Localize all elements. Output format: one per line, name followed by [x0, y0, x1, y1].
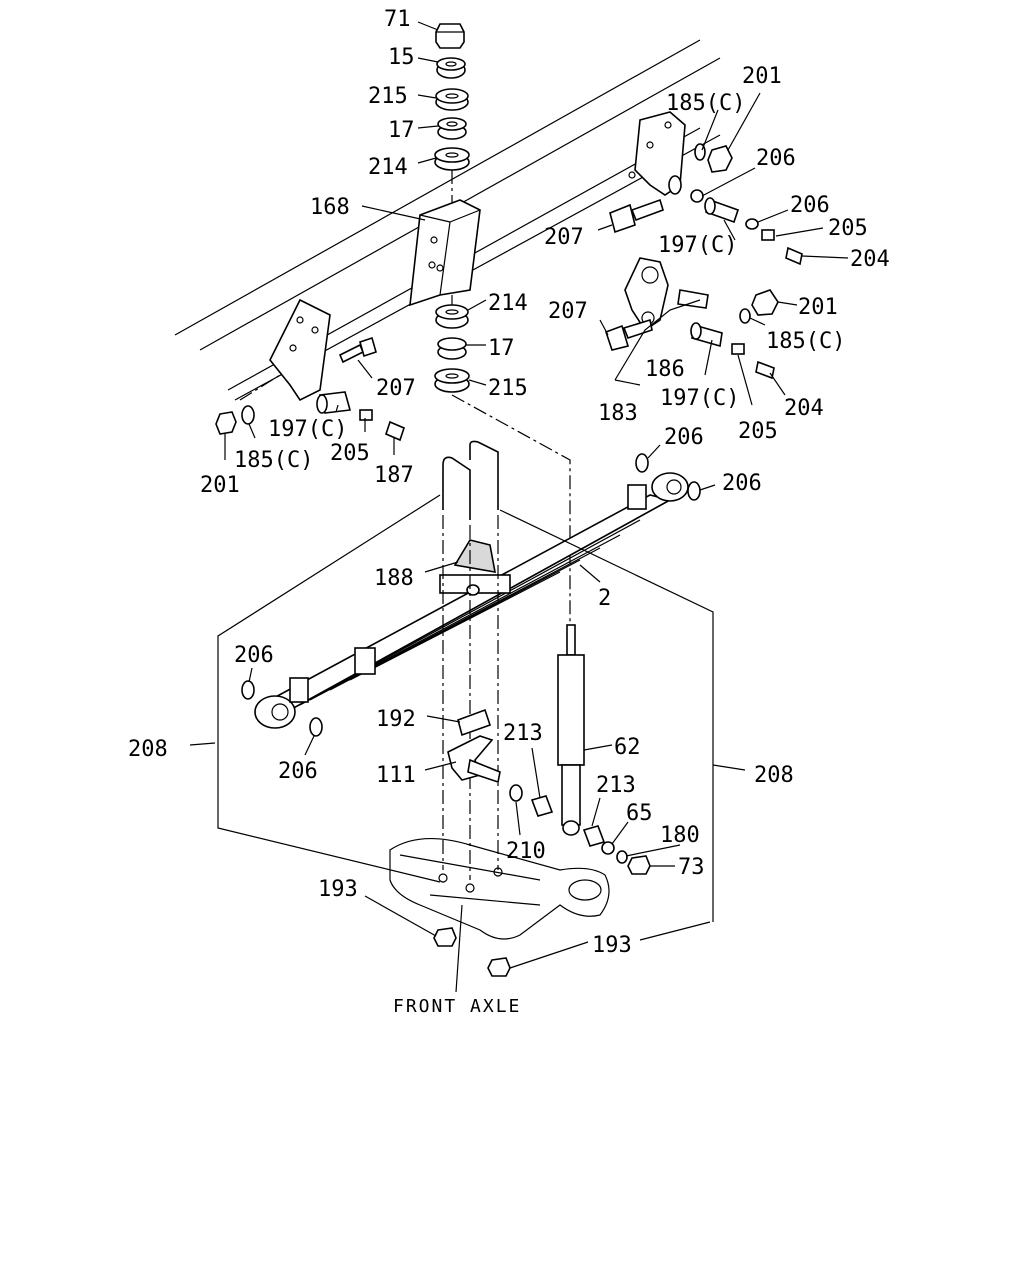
label-207: 207: [548, 299, 588, 324]
spacer-plate: [457, 708, 492, 737]
label-214: 214: [488, 291, 528, 316]
label-193: 193: [592, 933, 632, 958]
label-15: 15: [388, 45, 415, 70]
shackle: [624, 257, 709, 332]
label-213: 213: [596, 773, 636, 798]
label-201: 201: [798, 295, 838, 320]
label-206: 206: [664, 425, 704, 450]
label-197c: 197(C): [660, 386, 739, 411]
bolt-icon: [338, 336, 377, 364]
label-185c: 185(C): [234, 448, 313, 473]
nut-icon: [751, 289, 779, 316]
label-185c: 185(C): [766, 329, 845, 354]
label-65: 65: [626, 801, 653, 826]
label-215: 215: [488, 376, 528, 401]
label-208: 208: [128, 737, 168, 762]
leader-lines: [189, 21, 849, 993]
label-205: 205: [738, 419, 778, 444]
label-186: 186: [645, 357, 685, 382]
label-210: 210: [506, 839, 546, 864]
label-206: 206: [756, 146, 796, 171]
grease-fitting-icon: [359, 409, 405, 442]
front-axle: [389, 838, 610, 940]
label-213: 213: [503, 721, 543, 746]
label-17: 17: [488, 336, 515, 361]
shock-bracket: [409, 199, 481, 310]
rear-hanger-bracket: [239, 298, 331, 402]
label-197c: 197(C): [658, 233, 737, 258]
bolt-icon: [609, 198, 664, 234]
nut-icon: [707, 145, 733, 173]
washer-icon: [745, 218, 759, 230]
shock-absorber: [557, 624, 585, 836]
bushing-icon: [435, 88, 469, 111]
part-labels: 71 15 215 17 214 168 214 17 215 185(C) 2…: [128, 7, 890, 1017]
label-206: 206: [790, 193, 830, 218]
label-201: 201: [200, 473, 240, 498]
label-168: 168: [310, 195, 350, 220]
label-207: 207: [544, 225, 584, 250]
label-192: 192: [376, 707, 416, 732]
label-188: 188: [374, 566, 414, 591]
pin-icon: [316, 391, 352, 414]
bushing-icon: [435, 304, 469, 329]
label-206: 206: [278, 759, 318, 784]
label-208: 208: [754, 763, 794, 788]
bushing-icon: [437, 117, 467, 140]
label-185c: 185(C): [666, 91, 745, 116]
label-205: 205: [828, 216, 868, 241]
label-2: 2: [598, 586, 611, 611]
label-204: 204: [784, 396, 824, 421]
label-183: 183: [598, 401, 638, 426]
washer-icon: [509, 784, 628, 864]
label-187: 187: [374, 463, 414, 488]
center-bushing-stack: [434, 23, 470, 210]
u-bolts: [442, 440, 499, 880]
pin-icon: [690, 322, 723, 348]
nut-icon: [215, 411, 237, 435]
label-73: 73: [678, 855, 705, 880]
label-204: 204: [850, 247, 890, 272]
label-62: 62: [614, 735, 641, 760]
lower-shock-bracket: [447, 735, 501, 784]
washer-icon: [436, 57, 466, 79]
pin-icon: [704, 197, 740, 224]
nut-icon: [433, 927, 457, 947]
washer-icon: [241, 405, 255, 425]
label-193: 193: [318, 877, 358, 902]
front-axle-label: FRONT AXLE: [393, 996, 521, 1017]
label-201: 201: [742, 64, 782, 89]
front-spring-bracket: [628, 111, 686, 196]
label-214: 214: [368, 155, 408, 180]
spring-assembly-callout: [217, 494, 714, 922]
label-206: 206: [234, 643, 274, 668]
bushing-icon: [530, 795, 606, 847]
nut-icon: [435, 23, 465, 49]
label-111: 111: [376, 763, 416, 788]
lower-bushing-stack: [434, 304, 571, 625]
grease-fitting-icon: [731, 343, 775, 380]
washer-icon: [241, 453, 701, 737]
bushing-icon: [437, 337, 467, 360]
label-71: 71: [384, 7, 411, 32]
label-205: 205: [330, 441, 370, 466]
bolt-icon: [604, 318, 653, 351]
leaf-spring: [254, 472, 689, 729]
label-215: 215: [368, 84, 408, 109]
washer-icon: [690, 143, 706, 203]
label-207: 207: [376, 376, 416, 401]
grease-fitting-icon: [761, 229, 803, 266]
label-197c: 197(C): [268, 417, 347, 442]
nut-icon: [487, 957, 511, 977]
label-180: 180: [660, 823, 700, 848]
label-17: 17: [388, 118, 415, 143]
label-206: 206: [722, 471, 762, 496]
bushing-icon: [434, 147, 470, 171]
nut-icon: [627, 855, 651, 875]
washer-icon: [739, 308, 751, 324]
bushing-icon: [434, 368, 470, 393]
